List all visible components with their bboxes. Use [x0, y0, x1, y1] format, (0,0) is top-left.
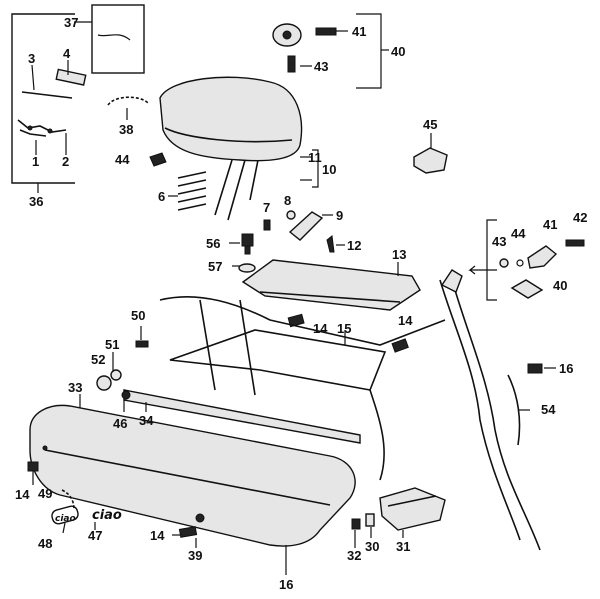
- label-1: 1: [32, 154, 39, 169]
- label-41-right: 41: [543, 217, 557, 232]
- label-50: 50: [131, 308, 145, 323]
- small-parts-7-8-9-12: [263, 210, 345, 253]
- label-33: 33: [68, 380, 82, 395]
- part-49-chain: [61, 489, 75, 511]
- frame-body: [159, 269, 541, 551]
- label-42-right: 42: [573, 210, 587, 225]
- label-34: 34: [139, 413, 154, 428]
- label-2: 2: [62, 154, 69, 169]
- label-7: 7: [263, 200, 270, 215]
- part-44-knob: [149, 152, 167, 167]
- label-4: 4: [63, 46, 71, 61]
- label-40: 40: [391, 44, 405, 59]
- label-40-right: 40: [553, 278, 567, 293]
- part-14-lower-left: [27, 461, 39, 472]
- label-8: 8: [284, 193, 291, 208]
- label-54: 54: [541, 402, 556, 417]
- label-51: 51: [105, 337, 119, 352]
- label-32: 32: [347, 548, 361, 563]
- part-13-panel: [241, 259, 421, 311]
- part-16-screw: [527, 363, 556, 374]
- label-49: 49: [38, 486, 52, 501]
- label-14-left: 14: [15, 487, 30, 502]
- label-3: 3: [28, 51, 35, 66]
- label-31: 31: [396, 539, 410, 554]
- part-14-39-bottom: [172, 526, 198, 548]
- parts-56-57: [229, 233, 256, 273]
- label-37: 37: [64, 15, 78, 30]
- label-16-right: 16: [559, 361, 573, 376]
- part-45: [413, 133, 448, 174]
- label-41: 41: [352, 24, 366, 39]
- label-47: 47: [88, 528, 102, 543]
- label-10: 10: [322, 162, 336, 177]
- ciao-badges: ciao ciao: [51, 505, 122, 534]
- label-14-mid: 14: [313, 321, 328, 336]
- label-44: 44: [115, 152, 130, 167]
- label-46: 46: [113, 416, 127, 431]
- group-40-top: [272, 13, 389, 89]
- label-9: 9: [336, 208, 343, 223]
- label-12: 12: [347, 238, 361, 253]
- part-38-chain: [107, 96, 149, 120]
- label-39: 39: [188, 548, 202, 563]
- label-56: 56: [206, 236, 220, 251]
- label-13: 13: [392, 247, 406, 262]
- label-43: 43: [314, 59, 328, 74]
- label-48: 48: [38, 536, 52, 551]
- saddle-seat: [159, 76, 319, 221]
- ciao-logo-text: ciao: [92, 508, 122, 523]
- part-14-upper: [287, 313, 409, 353]
- label-57: 57: [208, 259, 222, 274]
- label-11: 11: [308, 150, 322, 165]
- group-40-right: [468, 219, 585, 301]
- part-6-spring: [168, 171, 207, 211]
- ciao-badge-text: ciao: [55, 514, 76, 524]
- part-labels: 37 41 40 43 3 4 45 38 44 11 10 6 8 9 7 4…: [15, 15, 587, 592]
- label-44-right: 44: [511, 226, 526, 241]
- label-14-bottom: 14: [150, 528, 165, 543]
- inset-group-36: [11, 13, 87, 193]
- inset-box-37: [74, 4, 145, 74]
- label-6: 6: [158, 189, 165, 204]
- label-45: 45: [423, 117, 437, 132]
- label-52: 52: [91, 352, 105, 367]
- label-36: 36: [29, 194, 43, 209]
- parts-50-51-52-34: [96, 326, 361, 444]
- parts-30-31-32: [351, 487, 446, 548]
- label-16-bottom: 16: [279, 577, 293, 592]
- label-14-right: 14: [398, 313, 413, 328]
- part-33-side-cover: [29, 394, 356, 547]
- label-38: 38: [119, 122, 133, 137]
- label-43-right: 43: [492, 234, 506, 249]
- label-30: 30: [365, 539, 379, 554]
- label-15: 15: [337, 321, 351, 336]
